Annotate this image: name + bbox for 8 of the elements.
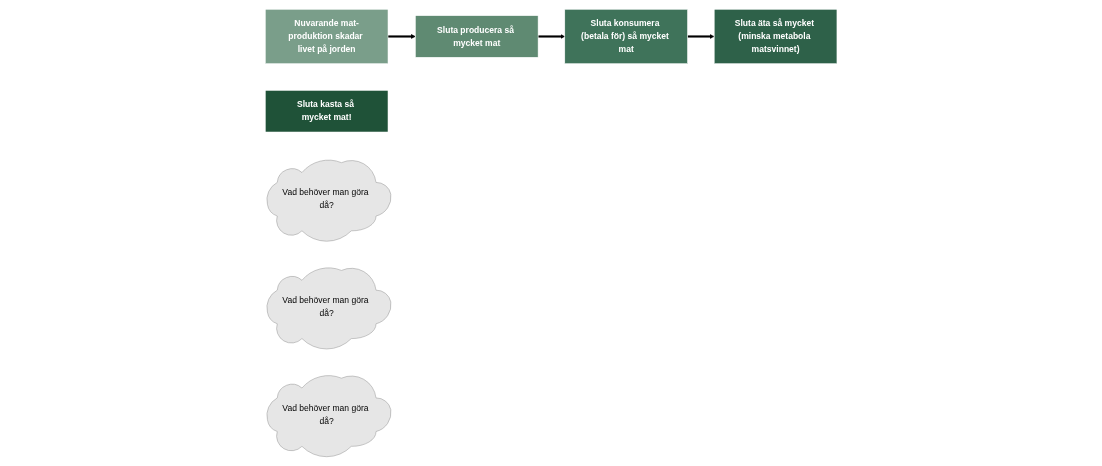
arrow — [538, 34, 565, 39]
node-box: Nuvarande mat-produktion skadar livet på jorden — [264, 9, 389, 64]
node-box: Sluta äta så mycket (minska metabola matsvinnet) — [713, 9, 838, 64]
arrow — [387, 34, 416, 39]
node-box: Sluta kasta så mycket mat! — [264, 90, 389, 133]
arrow — [687, 34, 715, 39]
node-box: Sluta producera så mycket mat — [415, 15, 539, 58]
node-box: Sluta konsumera (betala för) så mycket mat — [564, 9, 688, 64]
